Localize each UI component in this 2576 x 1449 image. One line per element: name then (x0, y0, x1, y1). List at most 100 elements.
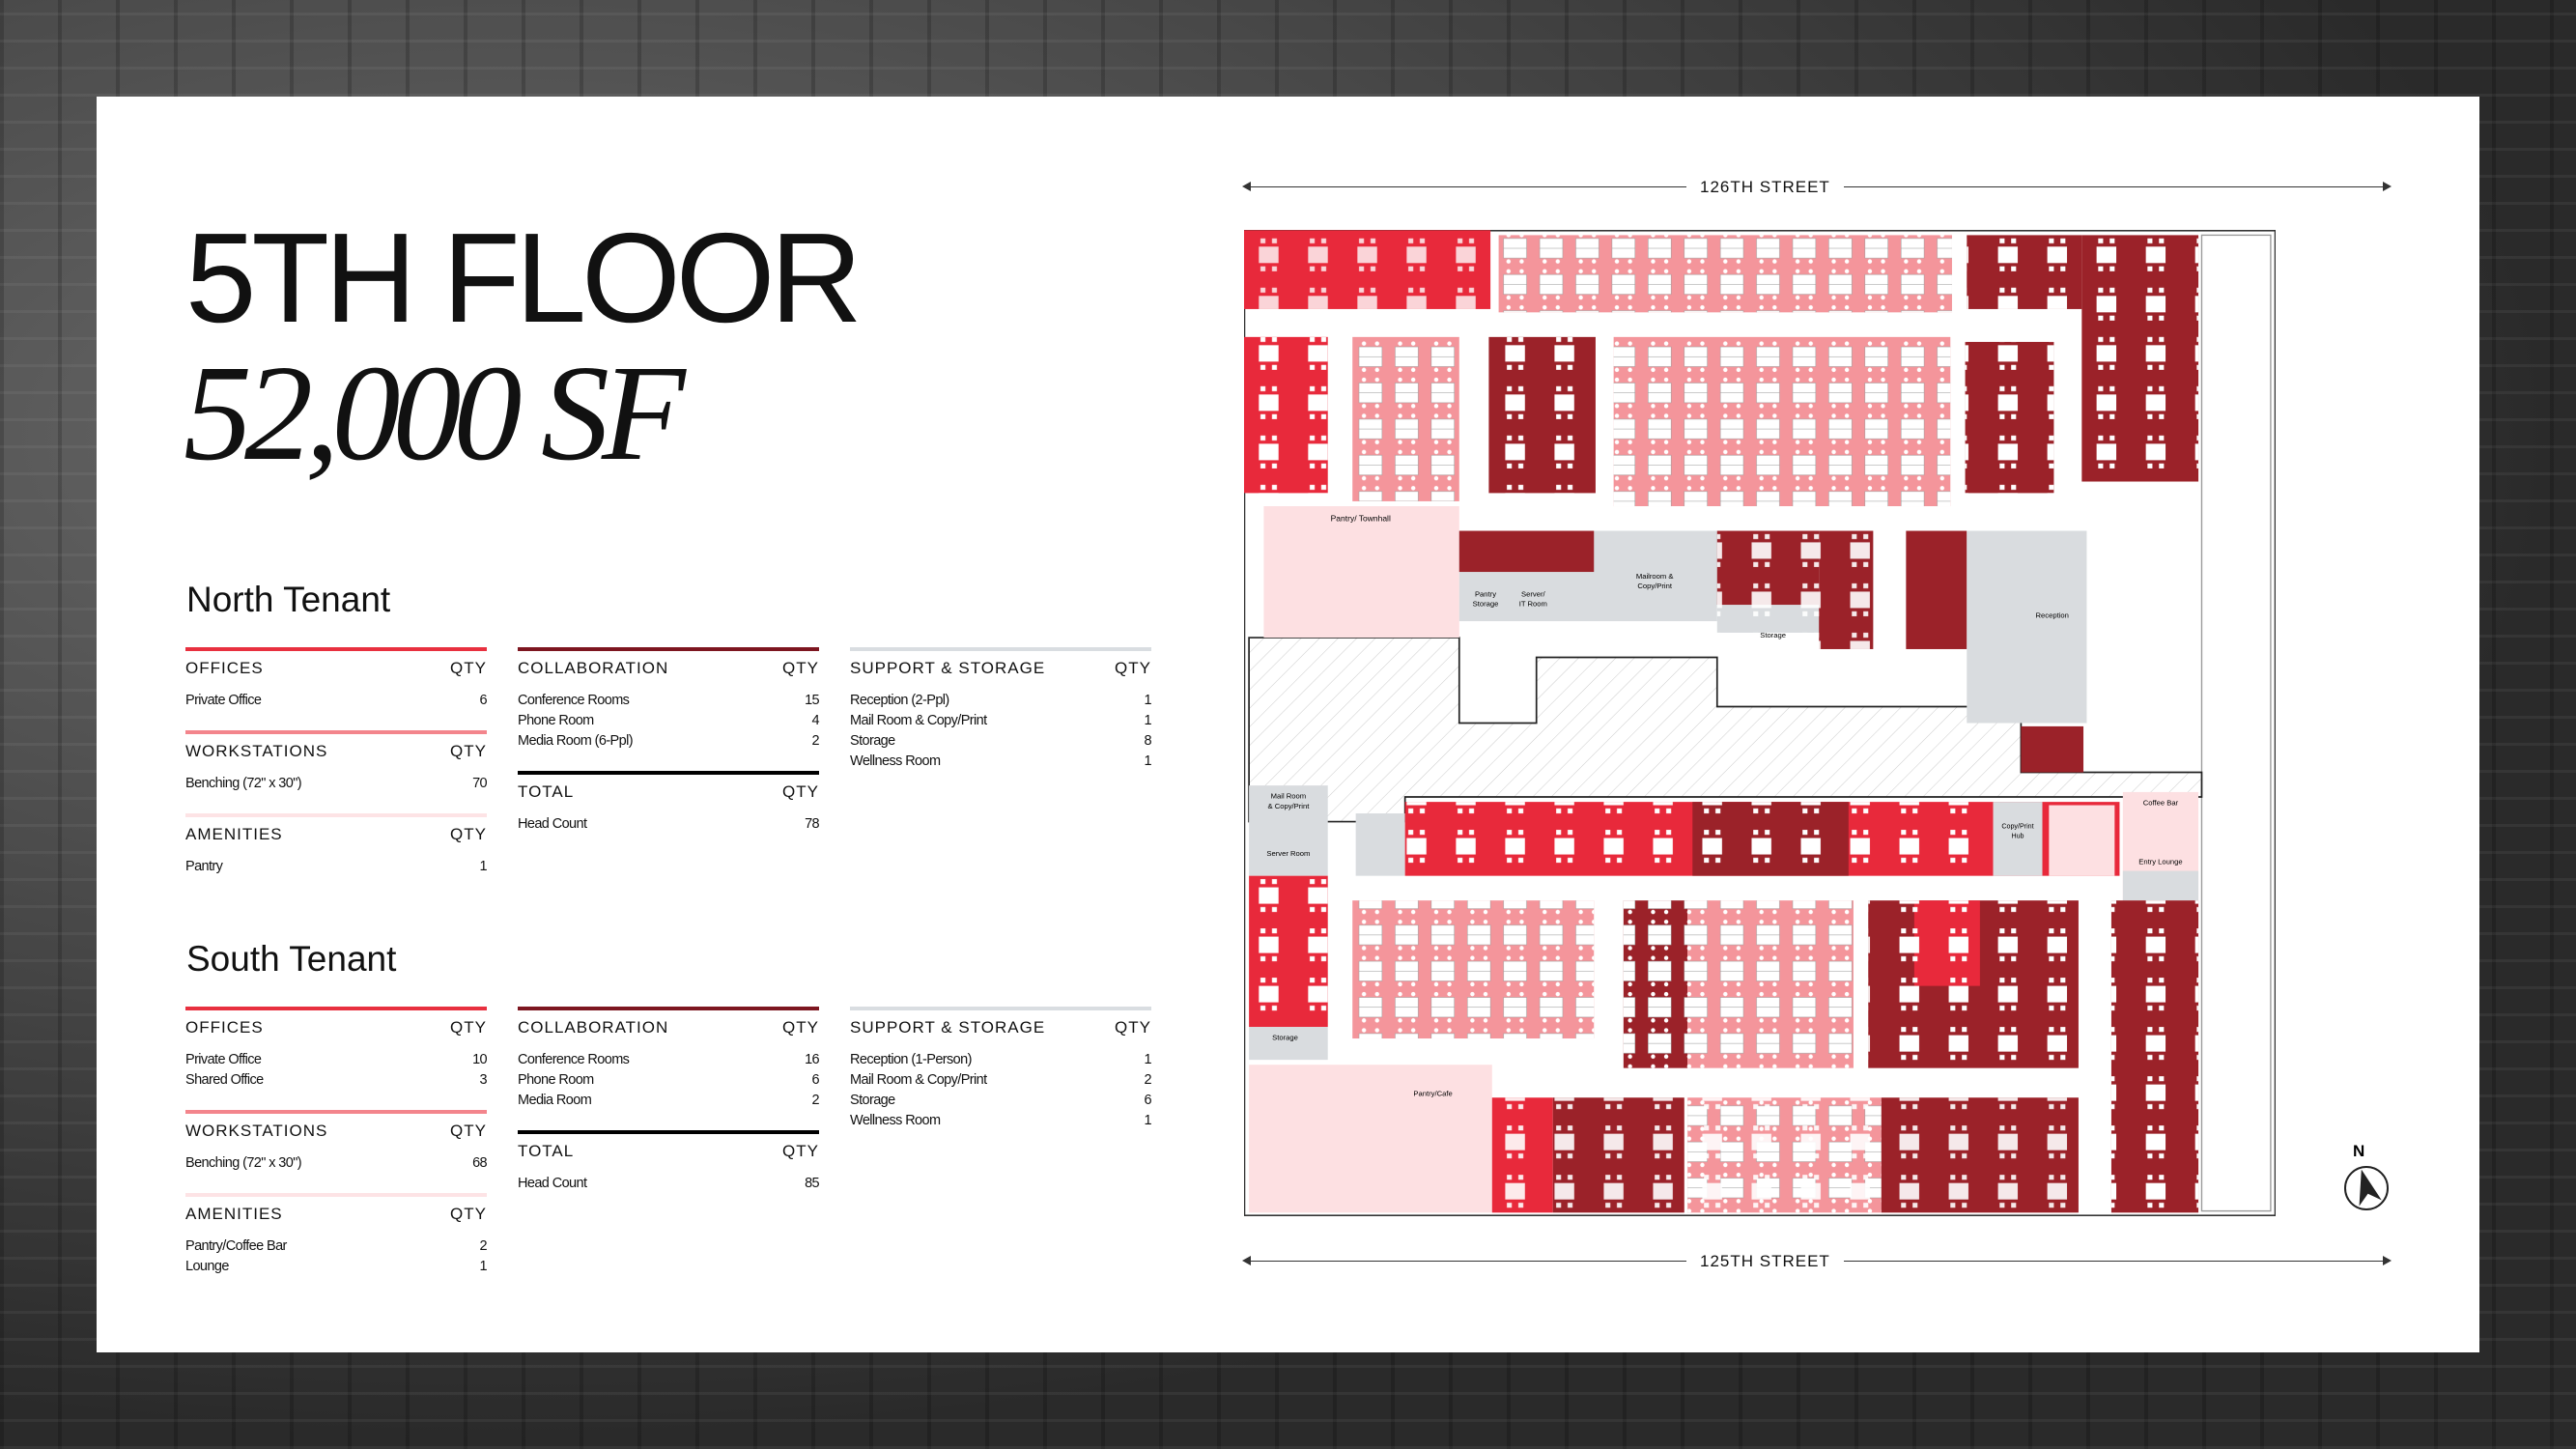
label-storage-south: Storage (1272, 1034, 1298, 1042)
table-header-label: COLLABORATION (518, 659, 669, 677)
table-header-label: TOTAL (518, 782, 575, 801)
row-label: Head Count (518, 1176, 587, 1191)
conference-room (2021, 725, 2084, 773)
row-label: Private Office (185, 1052, 262, 1067)
row-qty: 3 (479, 1072, 488, 1088)
north-tenant-zone: Pantry/ Townhall Pantry Storage Server/ … (1244, 230, 2199, 773)
row-qty: 8 (1144, 733, 1152, 749)
table-row: Reception (1-Person) 1 (850, 1050, 1152, 1070)
table-header: SUPPORT & STORAGE QTY (850, 651, 1151, 684)
table-header-qty: QTY (782, 659, 819, 677)
row-qty: 1 (1144, 1113, 1152, 1128)
label-copy-hub: Copy/Print (2001, 822, 2033, 830)
table-header-qty: QTY (450, 1018, 487, 1037)
table-header-label: OFFICES (185, 1018, 264, 1037)
reception-area (1967, 530, 2087, 724)
table-header-label: SUPPORT & STORAGE (850, 659, 1046, 677)
table-row: Benching (72" x 30")68 (185, 1153, 488, 1174)
row-label: Benching (72" x 30") (185, 776, 302, 791)
row-qty: 1 (1144, 1052, 1152, 1067)
row-label: Mail Room & Copy/Print (850, 713, 987, 728)
row-qty: 6 (811, 1072, 820, 1088)
table-header-label: SUPPORT & STORAGE (850, 1018, 1046, 1037)
row-label: Storage (850, 1093, 895, 1108)
copy-print-hub (1993, 802, 2043, 876)
table-header-qty: QTY (450, 1122, 487, 1140)
table-header-label: AMENITIES (185, 1205, 283, 1223)
row-qty: 1 (1144, 693, 1152, 708)
table-row: Media Room (6-Ppl)2 (518, 731, 820, 752)
arrow-left-icon (1242, 182, 1251, 191)
phone-rooms (1458, 530, 1595, 573)
row-qty: 1 (479, 1259, 488, 1274)
row-label: Conference Rooms (518, 1052, 630, 1067)
row-qty: 68 (472, 1155, 488, 1171)
row-label: Wellness Room (850, 1113, 941, 1128)
row-label: Media Room (518, 1093, 592, 1108)
pantry-townhall (1263, 506, 1459, 639)
label-server-it: Server/ (1521, 590, 1546, 599)
pantry-cafe (1249, 1065, 1492, 1213)
storage-south (1249, 1027, 1328, 1061)
label-coffee-bar: Coffee Bar (2143, 799, 2179, 808)
arrow-right-icon (2383, 182, 2392, 191)
row-label: Storage (850, 733, 895, 749)
south-tenant-title: South Tenant (186, 939, 397, 979)
table-row: Pantry/Coffee Bar 2 (185, 1236, 488, 1257)
table-header-qty: QTY (450, 742, 487, 760)
table-header-qty: QTY (1115, 659, 1151, 677)
page-title: 5TH FLOOR (185, 207, 863, 349)
row-label: Reception (1-Person) (850, 1052, 972, 1067)
table-row: Head Count 78 (518, 814, 820, 835)
table-header-label: WORKSTATIONS (185, 742, 328, 760)
row-qty: 1 (479, 859, 488, 874)
row-qty: 16 (805, 1052, 820, 1067)
label-pantry-townhall: Pantry/ Townhall (1331, 513, 1391, 523)
row-qty: 4 (811, 713, 820, 728)
table-header-qty: QTY (782, 1018, 819, 1037)
table-header-qty: QTY (450, 659, 487, 677)
row-qty: 10 (472, 1052, 488, 1067)
table-header: WORKSTATIONS QTY (185, 734, 487, 767)
row-label: Pantry (185, 859, 223, 874)
label-mailroom-south: & Copy/Print (1267, 802, 1310, 810)
label-pantry-cafe: Pantry/Cafe (1413, 1090, 1452, 1098)
row-label: Head Count (518, 816, 587, 832)
label-mailroom-south: Mail Room (1271, 792, 1307, 801)
label-server-room: Server Room (1266, 849, 1310, 858)
row-label: Pantry/Coffee Bar (185, 1238, 287, 1254)
arrow-right-icon (2383, 1256, 2392, 1265)
table-header-qty: QTY (450, 825, 487, 843)
row-qty: 2 (479, 1238, 488, 1254)
row-qty: 78 (805, 816, 820, 832)
row-qty: 2 (1144, 1072, 1152, 1088)
table-row: Wellness Room 1 (850, 1111, 1152, 1131)
floor-area: 52,000 SF (184, 336, 686, 489)
compass-label: N (2353, 1142, 2364, 1160)
table-header-qty: QTY (782, 782, 819, 801)
row-label: Phone Room (518, 1072, 594, 1088)
south-tenant-zone: Mail Room & Copy/Print Server Room Copy/… (1249, 785, 2199, 1213)
row-qty: 85 (805, 1176, 820, 1191)
label-mailroom-north: Mailroom & (1636, 572, 1674, 581)
label-storage-north: Storage (1760, 631, 1786, 639)
